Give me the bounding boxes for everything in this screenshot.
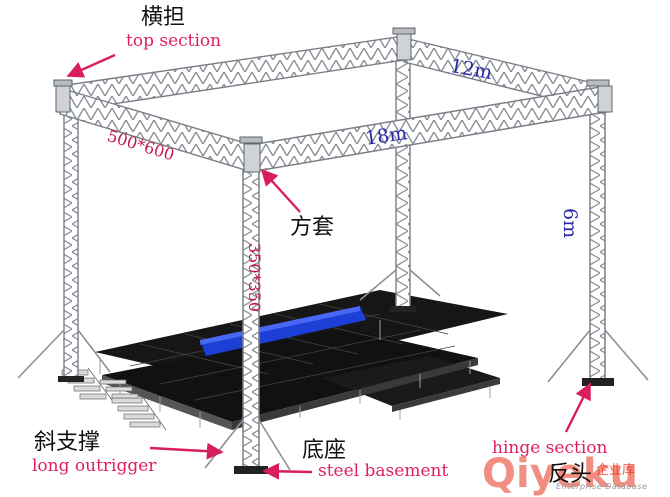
watermark-tagline-en: Enterprise Database (556, 482, 648, 491)
corner-block-rear-right (396, 33, 412, 61)
label-top-section-en: top section (126, 31, 222, 51)
column-front-right (589, 89, 606, 381)
truss-rear (59, 35, 405, 113)
label-sleeve-cn: 方套 (290, 215, 335, 240)
label-top-section-cn: 横担 (141, 5, 186, 30)
callout-arrows (66, 53, 592, 480)
dim-height: 6m (559, 208, 581, 239)
stairs-front-2 (99, 379, 139, 399)
arrow-hinge (564, 382, 592, 433)
arrow-outrigger (149, 442, 224, 460)
label-hinge-cn: 反头 (548, 462, 593, 487)
steel-bases (58, 306, 614, 474)
watermark-tagline-cn: 企业库 (596, 463, 636, 478)
label-basement-cn: 底座 (302, 438, 347, 463)
truss-columns (63, 39, 606, 471)
stairs-front (111, 395, 167, 431)
stage-deck (95, 290, 508, 430)
corner-block-rear-left (55, 85, 71, 113)
outriggers (17, 269, 649, 471)
watermark-logo: Qiyeku (482, 451, 638, 497)
arrow-sleeve (260, 168, 301, 213)
deck-front (102, 328, 478, 422)
corner-block-front-left (243, 143, 261, 173)
label-outrigger-cn: 斜支撑 (34, 430, 101, 455)
top-grid (53, 27, 613, 173)
label-hinge-en: hinge section (492, 438, 608, 458)
truss-front (249, 85, 607, 173)
column-rear-left (63, 99, 79, 379)
column-rear-right (395, 39, 411, 311)
deck-right-step-edge (392, 378, 500, 412)
dim-column-truss: 350*350 (245, 243, 264, 313)
arrow-basement (262, 462, 313, 480)
arrow-top-section (66, 53, 116, 78)
label-outrigger-en: long outrigger (32, 456, 157, 476)
watermark-logo-text: Qiyeku (482, 451, 638, 497)
label-basement-en: steel basement (318, 461, 449, 481)
deck-right-edge (232, 358, 478, 430)
corner-block-front-right (597, 85, 613, 113)
